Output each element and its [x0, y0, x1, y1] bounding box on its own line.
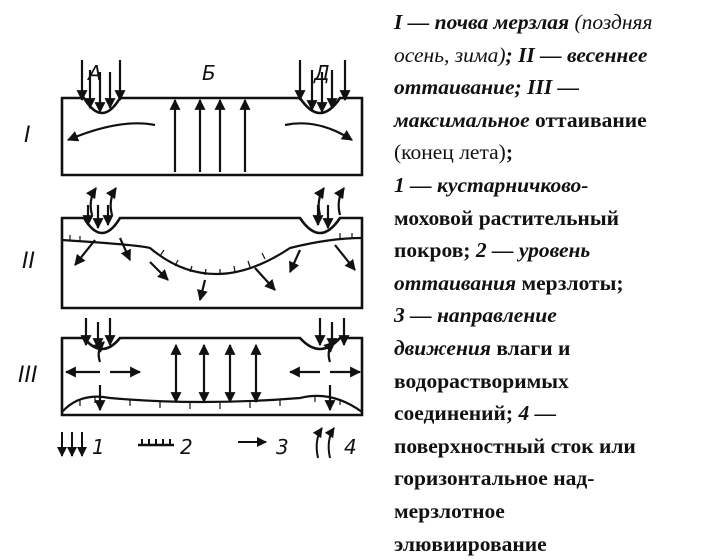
caption-segment: мерзлоты;	[516, 271, 623, 295]
panel-iii	[62, 318, 362, 415]
caption-segment: (поздняя	[569, 10, 652, 34]
panel-iii-surface	[62, 338, 362, 415]
legend-number-3: 3	[276, 435, 289, 459]
caption-line: моховой растительный	[394, 202, 714, 235]
caption-line: оттаивания мерзлоты;	[394, 267, 714, 300]
caption-segment: поверхностный сток или	[394, 434, 636, 458]
caption-line: I — почва мерзлая (поздняя	[394, 6, 714, 39]
caption-segment: I — почва мерзлая	[394, 10, 569, 34]
panel-ii-hatch	[70, 233, 352, 275]
caption-segment: влаги и	[491, 336, 570, 360]
legend-number-4: 4	[344, 435, 357, 459]
caption-segment: оттаивание; III —	[394, 75, 579, 99]
section-label-iii: III	[18, 363, 37, 388]
panel-ii	[62, 188, 362, 308]
caption-segment: движения	[394, 336, 491, 360]
label-b-center: Б	[202, 61, 216, 85]
legend-number-1: 1	[92, 435, 105, 459]
caption-segment: ;	[506, 140, 513, 164]
caption-line: мерзлотное	[394, 495, 714, 528]
caption-line: покров; 2 — уровень	[394, 234, 714, 267]
caption-segment: соединений;	[394, 401, 518, 425]
panel-i-surface	[62, 98, 362, 175]
caption-segment: покров;	[394, 238, 476, 262]
caption-line: движения влаги и	[394, 332, 714, 365]
caption-segment: 1 — кустарничково-	[394, 173, 588, 197]
section-label-i: I	[24, 123, 31, 148]
caption-line: соединений; 4 —	[394, 397, 714, 430]
caption-segment: мерзлотное	[394, 499, 505, 523]
caption-segment: 2 — уровень	[476, 238, 590, 262]
caption-segment: элювиирование	[394, 532, 547, 556]
caption-line: поверхностный сток или	[394, 430, 714, 463]
caption-line: (конец лета);	[394, 136, 714, 169]
caption-segment: горизонтальное над-	[394, 466, 594, 490]
caption-segment: максимальное	[394, 108, 530, 132]
caption-segment: водорастворимых	[394, 369, 569, 393]
label-a-right: Д	[313, 61, 330, 85]
diagram-canvas: А Б Д I II III 1 2 3 4	[0, 0, 380, 540]
section-label-ii: II	[22, 249, 35, 274]
caption-line: осень, зима); II — весеннее	[394, 39, 714, 72]
caption-segment: (конец лета)	[394, 140, 506, 164]
caption-segment: осень, зима)	[394, 43, 506, 67]
caption-line: водорастворимых	[394, 365, 714, 398]
caption-line: 3 — направление	[394, 299, 714, 332]
caption-segment: оттаивания	[394, 271, 516, 295]
caption-segment: 4 —	[518, 401, 556, 425]
caption-line: горизонтальное над-	[394, 462, 714, 495]
caption-line: 1 — кустарничково-	[394, 169, 714, 202]
caption-line: оттаивание; III —	[394, 71, 714, 104]
label-a-left: А	[86, 61, 102, 85]
caption-segment: 3 — направление	[394, 303, 557, 327]
legend-symbol-1	[62, 432, 82, 456]
caption-segment: ; II — весеннее	[506, 43, 648, 67]
caption-segment: моховой растительный	[394, 206, 619, 230]
panel-iii-thaw-level	[62, 396, 362, 412]
caption-line: максимальное оттаивание	[394, 104, 714, 137]
legend-symbol-4	[317, 428, 334, 458]
panel-ii-surface	[62, 218, 362, 308]
caption-line: элювиирование	[394, 528, 714, 560]
caption-segment: оттаивание	[530, 108, 647, 132]
legend-symbol-2	[138, 439, 174, 445]
permafrost-diagram: А Б Д I II III 1 2 3 4	[0, 0, 380, 540]
panel-ii-thaw-level	[62, 238, 362, 274]
legend-number-2: 2	[180, 435, 193, 459]
